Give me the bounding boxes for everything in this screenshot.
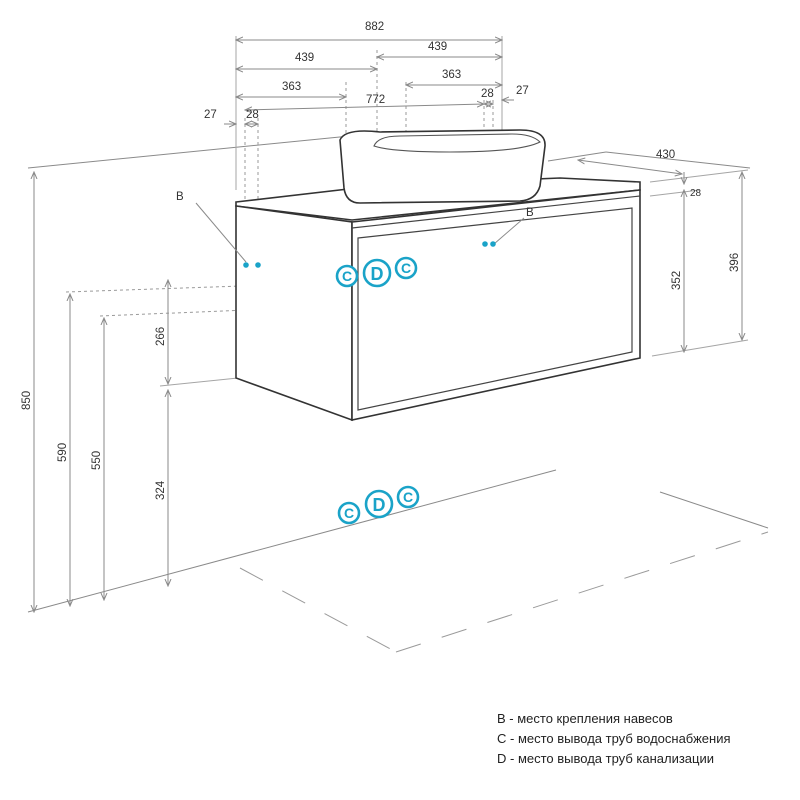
marker-c-upper-left: C — [342, 268, 352, 284]
dim-height-396: 396 — [729, 253, 741, 272]
cabinet-front — [351, 189, 641, 421]
washbasin — [339, 129, 546, 204]
cdc-markers-lower: C D C — [337, 485, 420, 525]
dim-left-27: 27 — [204, 109, 217, 121]
legend: B - место крепления навесов C - место вы… — [497, 709, 731, 769]
marker-d-lower: D — [373, 495, 386, 515]
water-outlet-right-lower-icon — [396, 485, 420, 509]
legend-b: B - место крепления навесов — [497, 711, 673, 726]
dim-left-363: 363 — [282, 81, 301, 93]
mount-point-left-1 — [243, 262, 249, 268]
water-outlet-left-lower-icon — [337, 501, 361, 525]
b-markers: B B — [176, 191, 534, 268]
marker-c-lower-right: C — [403, 489, 413, 505]
drain-outlet-lower-icon — [364, 489, 394, 519]
dim-height-590: 590 — [57, 443, 69, 462]
dim-total-width: 882 — [365, 21, 384, 33]
cabinet — [235, 177, 641, 422]
marker-c-lower-left: C — [344, 505, 354, 521]
legend-c: C - место вывода труб водоснабжения — [497, 731, 731, 746]
drawer-front — [357, 207, 633, 411]
mount-point-right-1 — [482, 241, 488, 247]
dim-right-27: 27 — [516, 85, 529, 97]
mount-point-right-2 — [490, 241, 496, 247]
water-outlet-right-icon — [394, 256, 418, 280]
dim-half-left: 439 — [295, 52, 314, 64]
marker-d-upper: D — [371, 264, 384, 284]
dimension-labels-right: 430 28 352 396 — [656, 149, 741, 290]
dim-height-266: 266 — [155, 327, 167, 346]
dimension-lines-top — [224, 40, 514, 124]
dimension-labels-top: 882 439 439 363 363 772 27 28 28 27 — [204, 21, 529, 121]
basin-bowl — [373, 133, 541, 153]
mount-point-left-2 — [255, 262, 261, 268]
dim-height-550: 550 — [91, 451, 103, 470]
marker-c-upper-right: C — [401, 260, 411, 276]
cdc-markers-upper: C D C — [335, 256, 418, 288]
dim-inner-width: 772 — [366, 94, 385, 106]
drain-outlet-icon — [362, 258, 392, 288]
dim-depth-430: 430 — [656, 149, 675, 161]
dimension-labels-left: 850 590 550 266 324 — [21, 327, 167, 500]
dimension-lines-left — [34, 172, 301, 612]
marker-b-right: B — [526, 207, 534, 219]
dimension-lines-right — [578, 160, 749, 357]
marker-b-left: B — [176, 191, 184, 203]
dim-height-352: 352 — [671, 271, 683, 290]
dim-height-850: 850 — [21, 391, 33, 410]
dim-half-right: 439 — [428, 41, 447, 53]
dim-top-28: 28 — [690, 188, 702, 199]
cabinet-side — [235, 205, 353, 422]
floor-outline — [239, 531, 769, 653]
dim-right-363: 363 — [442, 69, 461, 81]
dim-height-324: 324 — [155, 480, 167, 500]
dim-left-28: 28 — [246, 109, 259, 121]
water-outlet-left-icon — [335, 264, 359, 288]
dim-right-28: 28 — [481, 88, 494, 100]
legend-d: D - место вывода труб канализации — [497, 751, 715, 766]
